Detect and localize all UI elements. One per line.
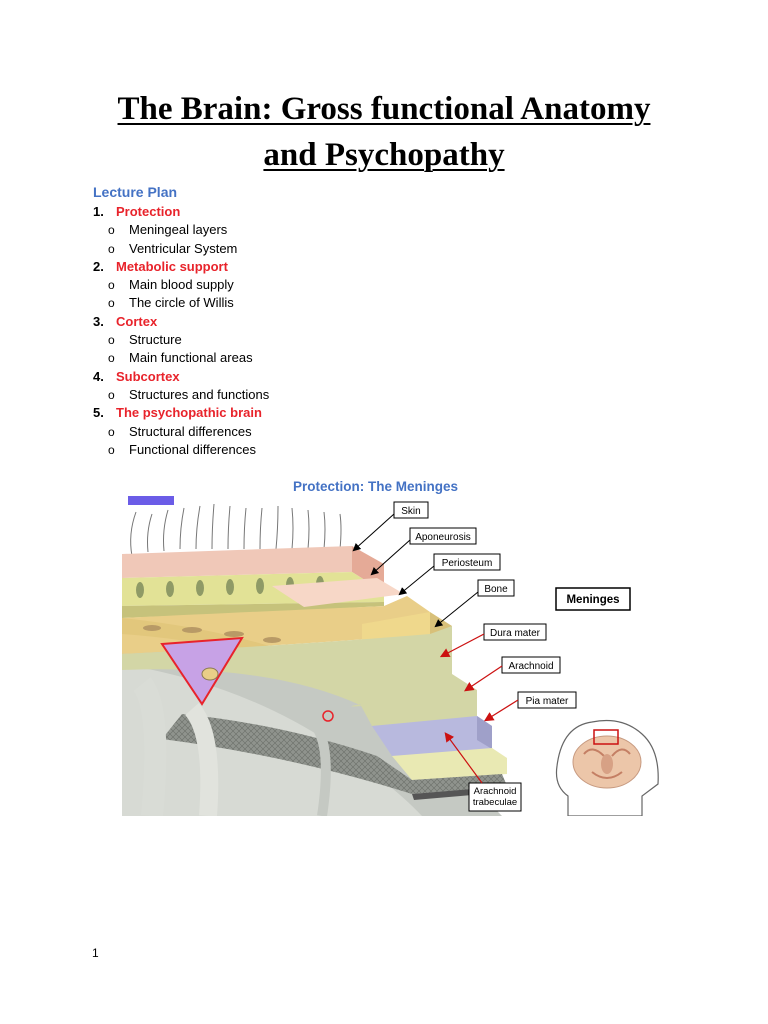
label-arachnoid: Arachnoid <box>508 661 553 672</box>
bullet-icon: o <box>108 424 115 439</box>
plan-item-heading: The psychopathic brain <box>116 405 262 421</box>
plan-item-number: 2. <box>93 258 104 274</box>
plan-item-heading: Protection <box>116 204 181 219</box>
label-skin: Skin <box>401 506 420 517</box>
bullet-icon: o <box>108 442 115 457</box>
plan-item-number: 4. <box>93 368 104 384</box>
page-title: The Brain: Gross functional Anatomy and … <box>60 86 708 178</box>
plan-subitem-text: Structures and functions <box>129 386 270 402</box>
plan-item-number: 5. <box>93 405 104 421</box>
plan-subitem-text: Ventricular System <box>129 240 238 256</box>
bullet-icon: o <box>108 387 115 402</box>
trabecular-zone <box>162 714 507 794</box>
label-trabeculae-2: trabeculae <box>473 797 517 808</box>
plan-item-heading: Cortex <box>116 313 158 329</box>
bullet-icon: o <box>108 223 115 238</box>
plan-subitem-text: Main blood supply <box>129 277 234 293</box>
vessel <box>322 710 334 722</box>
focus-box <box>593 729 619 745</box>
lecture-plan-heading: Lecture Plan <box>93 184 178 200</box>
page-title-line-2: and Psychopathy <box>263 137 505 173</box>
skin-layer <box>122 546 352 578</box>
plan-subitem-text: The circle of Willis <box>129 295 234 311</box>
plan-subitem-text: Structure <box>129 332 182 348</box>
label-bone: Bone <box>484 584 508 595</box>
label-pia-mater: Pia mater <box>526 696 569 707</box>
plan-item-number: 1. <box>93 204 104 219</box>
figure-title: Protection: The Meninges <box>293 479 459 494</box>
label-periosteum: Periosteum <box>442 558 493 569</box>
arachnoid-layer <box>372 716 492 756</box>
dural-sinus <box>160 636 244 706</box>
plan-item-number: 3. <box>93 313 104 329</box>
label-dura-mater: Dura mater <box>490 628 541 639</box>
plan-subitem-text: Functional differences <box>129 441 256 457</box>
page-number: 1 <box>92 946 99 960</box>
plan-item-heading: Metabolic support <box>116 258 228 274</box>
page-title-line-1: The Brain: Gross functional Anatomy <box>117 91 651 127</box>
bullet-icon: o <box>108 351 115 366</box>
bullet-icon: o <box>108 241 115 256</box>
head-inset <box>555 719 659 817</box>
plan-subitem-text: Structural differences <box>129 423 252 439</box>
plan-item-heading: Subcortex <box>116 368 180 384</box>
sulcus <box>311 723 331 817</box>
header-strip <box>128 496 174 505</box>
pia-mater-layer <box>392 748 507 780</box>
plan-subitem-text: Main functional areas <box>129 350 253 366</box>
label-trabeculae-1: Arachnoid <box>474 786 517 797</box>
bullet-icon: o <box>108 333 115 348</box>
brain-fold-left <box>132 677 167 818</box>
hair-lines <box>130 503 342 557</box>
label-aponeurosis: Aponeurosis <box>415 532 471 543</box>
plan-subitem-text: Meningeal layers <box>129 222 228 238</box>
brain-fold-right <box>184 703 219 817</box>
bullet-icon: o <box>108 278 115 293</box>
bullet-icon: o <box>108 296 115 311</box>
meninges-figure: Skin Aponeurosis Periosteum Bone Meninge… <box>122 494 662 818</box>
meninges-diagram: Skin Aponeurosis Periosteum Bone Meninge… <box>122 496 659 818</box>
periosteum-layer <box>272 578 404 607</box>
label-meninges: Meninges <box>566 594 619 606</box>
